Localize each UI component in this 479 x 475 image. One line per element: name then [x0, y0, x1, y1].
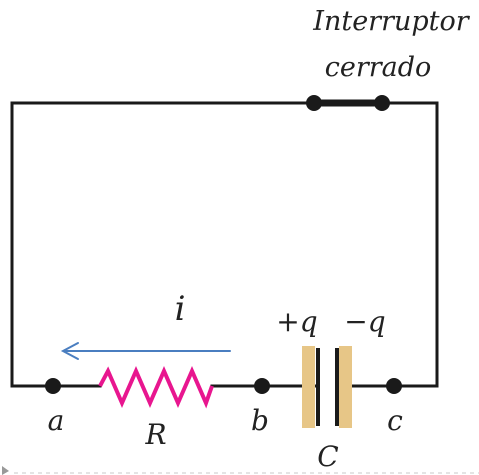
resistor: [98, 366, 214, 409]
capacitor-plate-right: [339, 346, 352, 428]
current-arrow: [60, 342, 231, 360]
capacitor: [302, 346, 352, 428]
resistor-label: R: [144, 418, 166, 451]
node-c-dot: [386, 378, 402, 394]
current-label: i: [175, 289, 186, 329]
switch-terminal-left: [306, 95, 322, 111]
current-arrow-head: [60, 342, 79, 360]
switch-label-line2: cerrado: [325, 52, 432, 83]
capacitor-label: C: [317, 440, 338, 473]
capacitor-plate-left: [302, 346, 315, 428]
charge-minus-label: −q: [344, 305, 385, 338]
node-a-label: a: [48, 404, 65, 437]
charge-plus-label: +q: [276, 305, 317, 338]
node-c-label: c: [387, 404, 403, 437]
switch-label-line1: Interruptor: [312, 6, 470, 37]
node-b-dot: [254, 378, 270, 394]
node-b-label: b: [251, 404, 269, 437]
node-a-dot: [45, 378, 61, 394]
corner-triangle-icon: [2, 466, 9, 475]
switch-closed: [306, 95, 390, 111]
switch-terminal-right: [374, 95, 390, 111]
